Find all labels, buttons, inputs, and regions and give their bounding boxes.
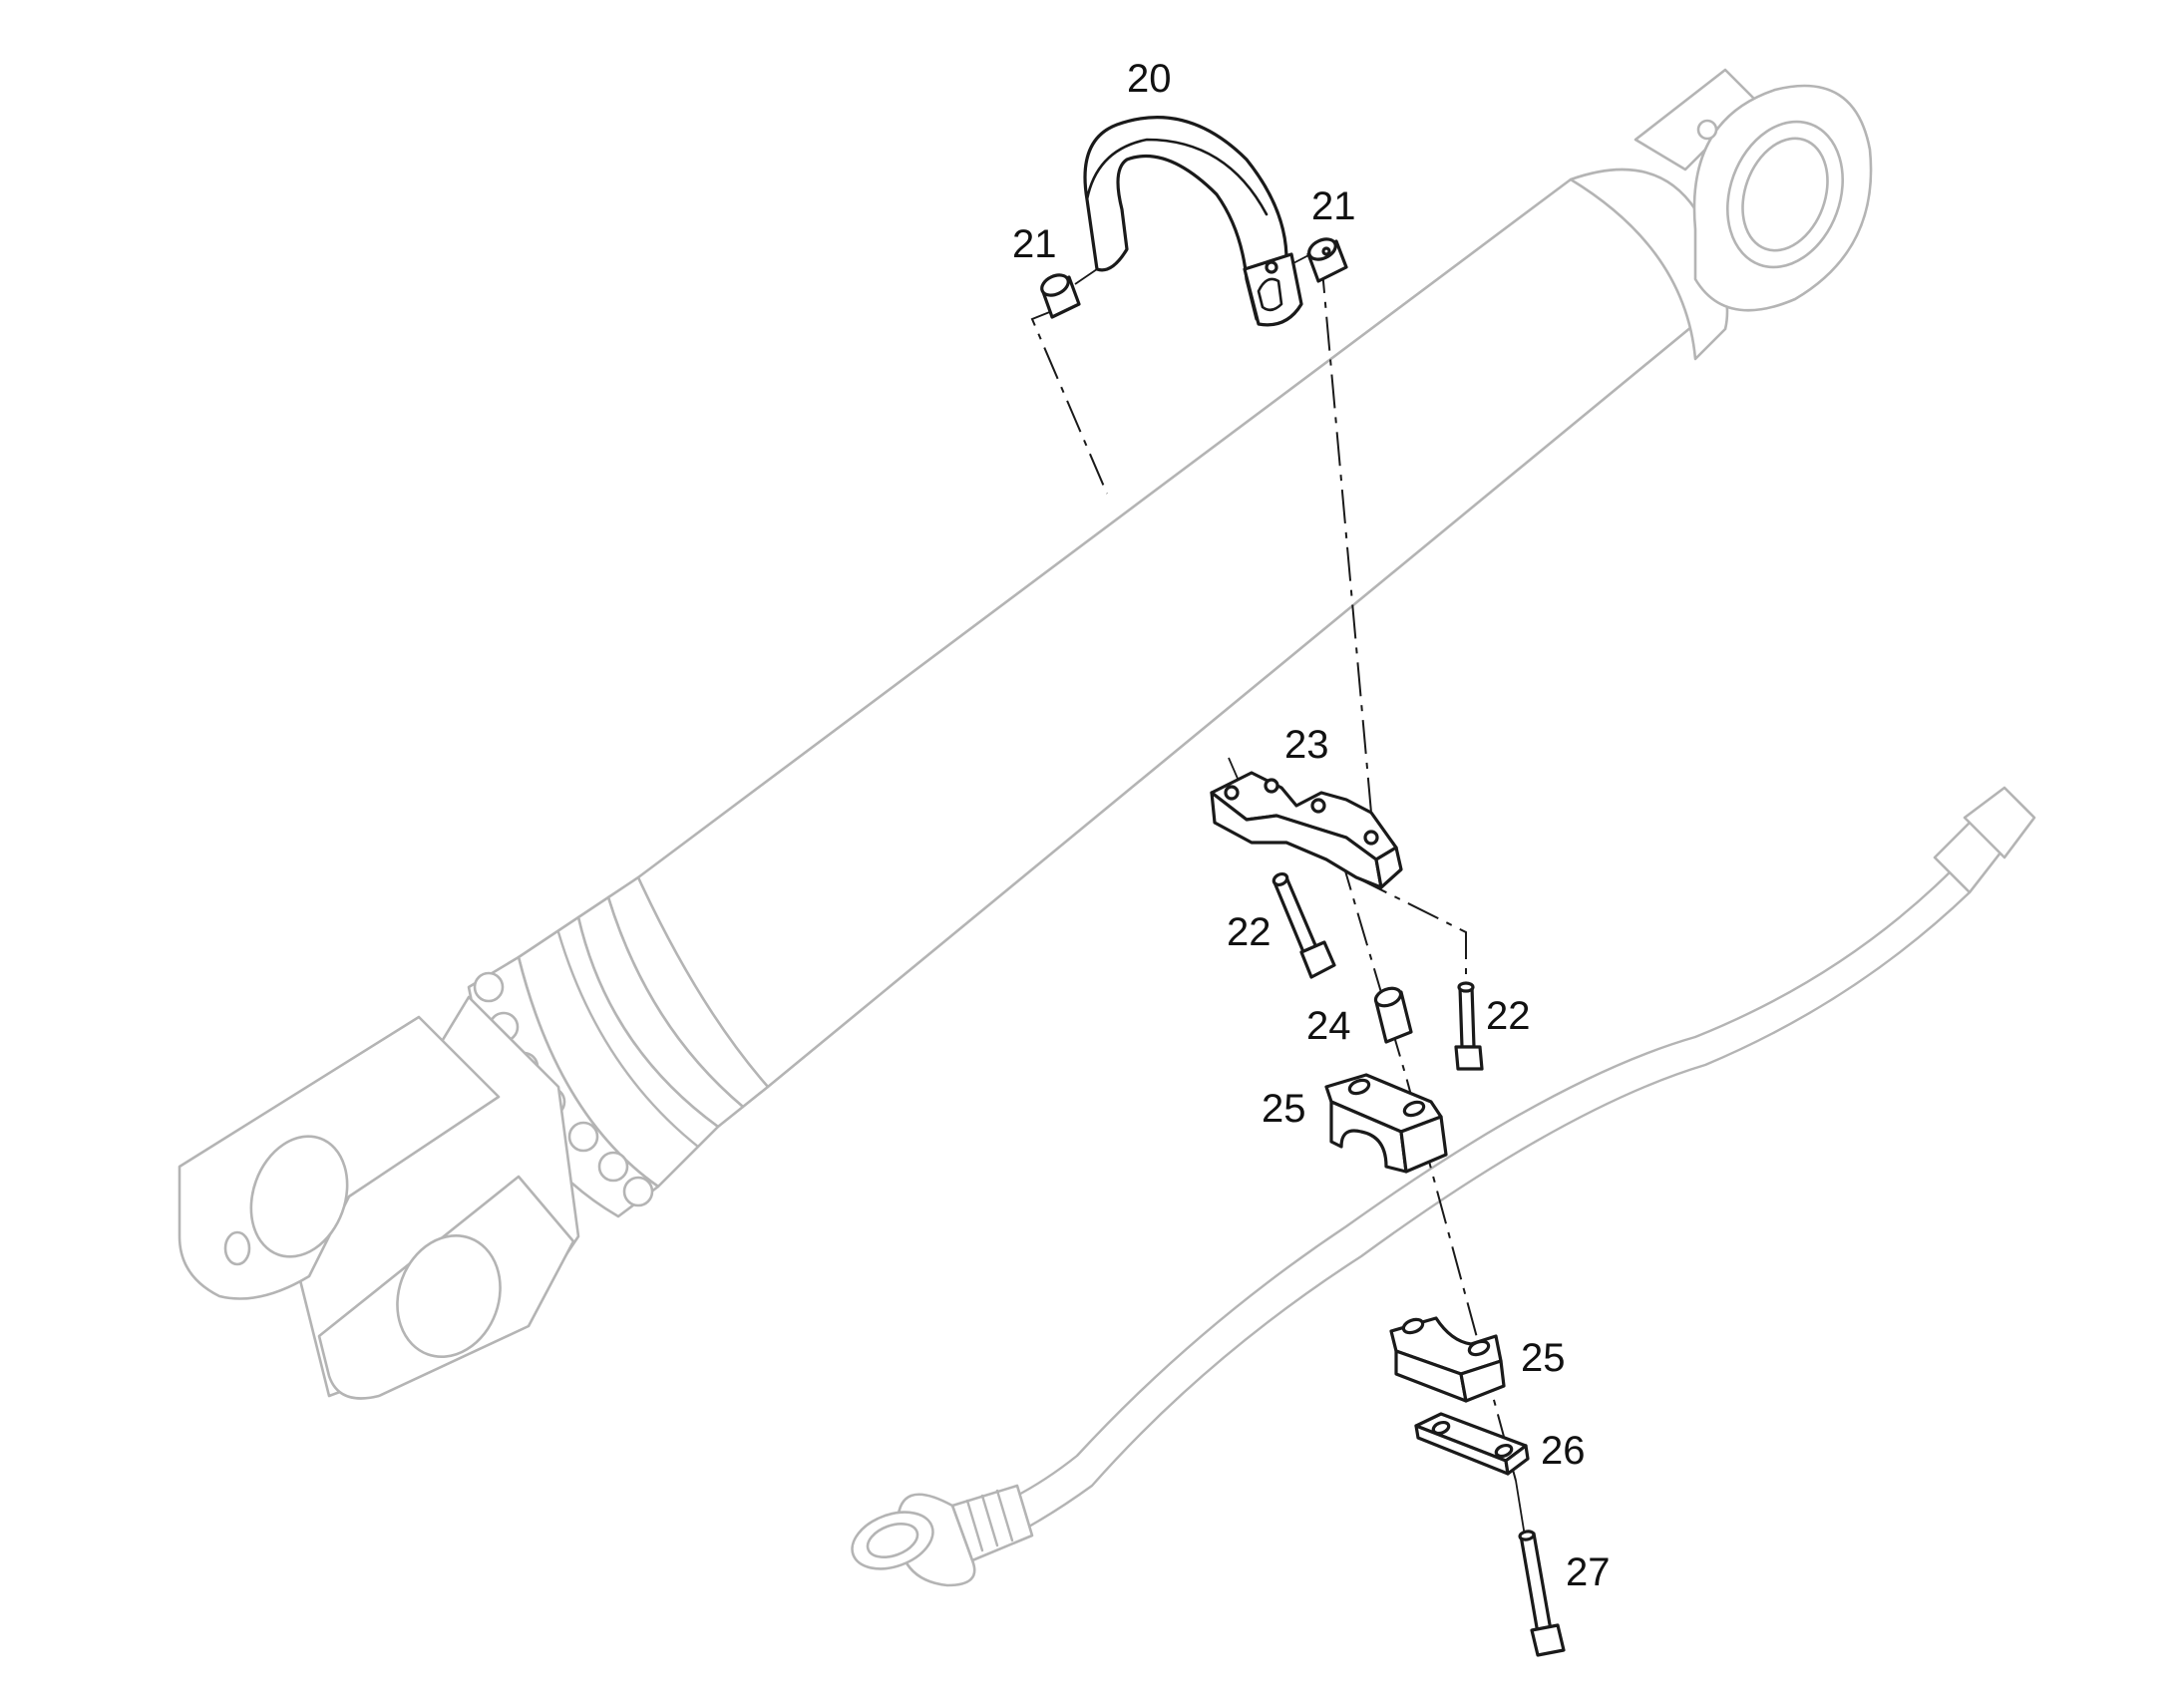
leader-pin21a-band bbox=[1074, 268, 1098, 285]
clamp-upper-side bbox=[1399, 1115, 1448, 1174]
callout-27: 27 bbox=[1566, 1550, 1611, 1594]
callout-25-lower: 25 bbox=[1521, 1336, 1566, 1380]
hose-edge-lower bbox=[980, 890, 1972, 1552]
flange-bolt-6 bbox=[597, 1151, 629, 1183]
clevis-grease-port bbox=[223, 1230, 251, 1266]
part-24-spacer bbox=[1373, 986, 1413, 1044]
pin-left-end bbox=[1040, 273, 1070, 297]
flange-bolt-7 bbox=[622, 1176, 654, 1207]
callout-labels: 20 21 21 23 22 22 24 25 25 26 27 bbox=[1012, 57, 1611, 1594]
part-23-mounting-bracket bbox=[1210, 771, 1403, 889]
callout-26: 26 bbox=[1541, 1429, 1586, 1473]
leader-left-pin bbox=[1030, 308, 1108, 495]
bracket-hole-3 bbox=[1310, 798, 1326, 814]
clamp-band-edge bbox=[1085, 138, 1269, 216]
clamp-band-lug-right bbox=[1243, 252, 1303, 327]
plate-hole-1 bbox=[1431, 1420, 1451, 1436]
callout-24: 24 bbox=[1306, 1004, 1351, 1048]
hose-end-nut bbox=[1963, 786, 2036, 859]
bracket-end-face bbox=[1374, 846, 1403, 889]
ferrule-ribs bbox=[965, 1489, 1014, 1552]
callout-22-left: 22 bbox=[1227, 910, 1272, 954]
part-26-plate bbox=[1414, 1412, 1530, 1476]
leader-right-pin bbox=[1320, 258, 1372, 814]
long-bolt-head bbox=[1530, 1623, 1566, 1657]
clamp-upper-hole-2 bbox=[1402, 1100, 1426, 1118]
callout-21-left: 21 bbox=[1012, 222, 1057, 266]
pin-right-hole bbox=[1321, 246, 1331, 256]
clamp-upper-front bbox=[1329, 1100, 1408, 1174]
clamp-lower-side bbox=[1459, 1359, 1506, 1403]
bracket-hole-1 bbox=[1224, 785, 1240, 801]
bracket-hole-4 bbox=[1363, 830, 1379, 846]
long-bolt-shank bbox=[1519, 1532, 1553, 1635]
gland-groove bbox=[556, 930, 700, 1149]
bolt-right-tip bbox=[1457, 981, 1475, 993]
long-bolt-tip bbox=[1518, 1530, 1536, 1541]
clamp-lower-hole-1 bbox=[1401, 1317, 1425, 1335]
bolt-left-head bbox=[1299, 940, 1336, 979]
callout-21-right: 21 bbox=[1311, 184, 1356, 228]
flange-bolt-1 bbox=[473, 971, 505, 1003]
bolt-right-head bbox=[1454, 1045, 1484, 1071]
part-27-long-bolt bbox=[1518, 1530, 1566, 1657]
hose-edge-upper bbox=[970, 865, 1957, 1518]
bracket-hole-2 bbox=[1264, 778, 1279, 794]
clevis-bore-upper bbox=[249, 1135, 349, 1258]
hydraulic-cylinder bbox=[178, 68, 1873, 1400]
hydraulic-hose bbox=[851, 786, 2036, 1587]
cylinder-barrel bbox=[636, 177, 1727, 1089]
clamp-upper-hole-1 bbox=[1347, 1078, 1371, 1096]
part-22-bolt-left bbox=[1272, 871, 1336, 979]
part-21-pin-left bbox=[1040, 273, 1081, 319]
grease-fitting-rear bbox=[1696, 119, 1718, 141]
callout-23: 23 bbox=[1284, 723, 1329, 767]
part-22-bolt-right bbox=[1454, 981, 1484, 1071]
spacer-top bbox=[1373, 986, 1403, 1008]
clamp-band-hole bbox=[1265, 260, 1278, 274]
leader-bolt-right bbox=[1355, 876, 1467, 987]
banjo-bore bbox=[866, 1523, 919, 1558]
part-21-pin-right bbox=[1306, 237, 1348, 283]
bolt-right-shank bbox=[1458, 985, 1476, 1049]
callout-25-upper: 25 bbox=[1262, 1087, 1306, 1131]
plate-hole-2 bbox=[1494, 1443, 1514, 1459]
rear-eye-bore-inner bbox=[1741, 137, 1829, 252]
part-25-clamp-half-lower bbox=[1389, 1316, 1506, 1403]
clevis-bore-lower bbox=[396, 1233, 502, 1359]
plate-side bbox=[1504, 1444, 1530, 1476]
flange-bolt-5 bbox=[567, 1121, 599, 1153]
bolt-left-tip bbox=[1272, 871, 1289, 887]
part-25-clamp-half-upper bbox=[1324, 1073, 1448, 1174]
part-20-clamp-band bbox=[1083, 116, 1303, 327]
clamp-band-slot bbox=[1257, 277, 1283, 312]
clamp-lower-hole-2 bbox=[1467, 1339, 1491, 1357]
callout-22-right: 22 bbox=[1486, 994, 1531, 1038]
callout-20: 20 bbox=[1127, 57, 1172, 101]
